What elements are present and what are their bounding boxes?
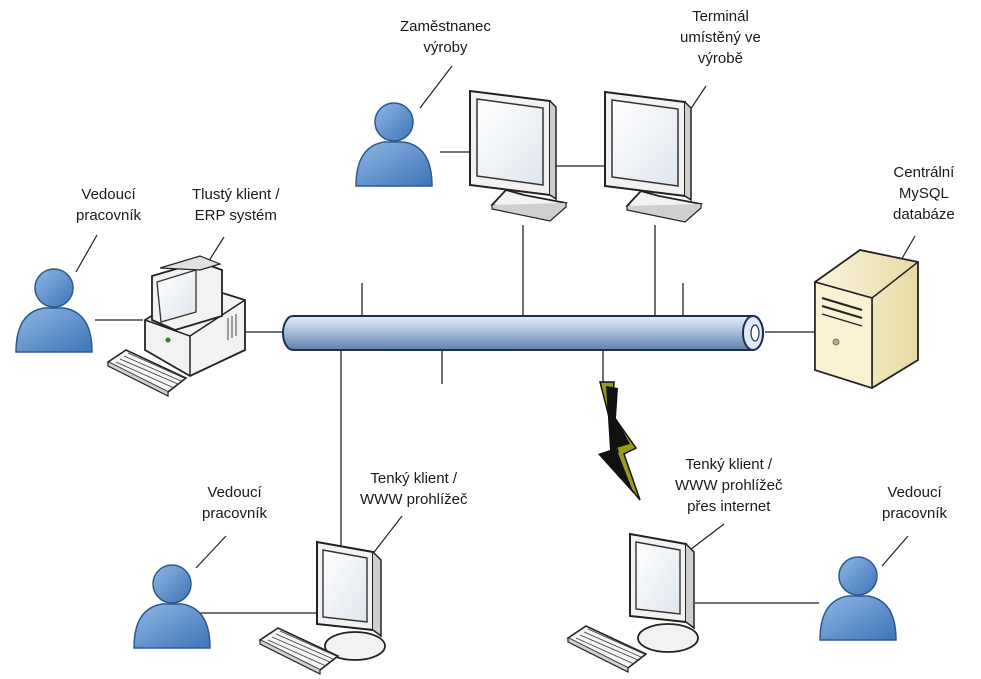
connection-lines — [95, 151, 819, 614]
server-icon-database — [814, 249, 919, 390]
label-thin-client: Tenký klient / WWW prohlížeč — [360, 470, 468, 508]
keyboard-icon-thin-client — [259, 627, 339, 675]
network-bus — [282, 315, 764, 351]
monitor-icon-thin-client-internet — [629, 533, 699, 653]
label-manager-left: Vedoucí pracovník — [76, 186, 142, 224]
lightning-icon — [598, 381, 641, 501]
person-icon-manager-left — [15, 268, 93, 353]
label-thick-client: Tlustý klient / ERP systém — [192, 186, 280, 224]
label-manager-bottom-left: Vedoucí pracovník — [202, 484, 268, 522]
label-central-database: Centrální MySQL databáze — [893, 164, 955, 223]
label-thin-client-internet: Tenký klient / WWW prohlížeč přes intern… — [675, 456, 783, 515]
monitor-icon-production — [469, 90, 567, 222]
desktop-pc-icon-thick-client — [144, 255, 246, 378]
person-icon-production-worker — [355, 102, 433, 187]
person-icon-manager-bottom-right — [819, 556, 897, 641]
label-production-terminal: Terminál umístěný ve výrobě — [680, 8, 761, 67]
monitor-icon-thin-client — [316, 541, 386, 661]
label-production-worker: Zaměstnanec výroby — [400, 18, 491, 56]
label-manager-bottom-right: Vedoucí pracovník — [882, 484, 948, 522]
keyboard-icon-thin-client-internet — [567, 625, 647, 673]
monitor-icon-terminal — [604, 91, 702, 223]
person-icon-manager-bottom-left — [133, 564, 211, 649]
